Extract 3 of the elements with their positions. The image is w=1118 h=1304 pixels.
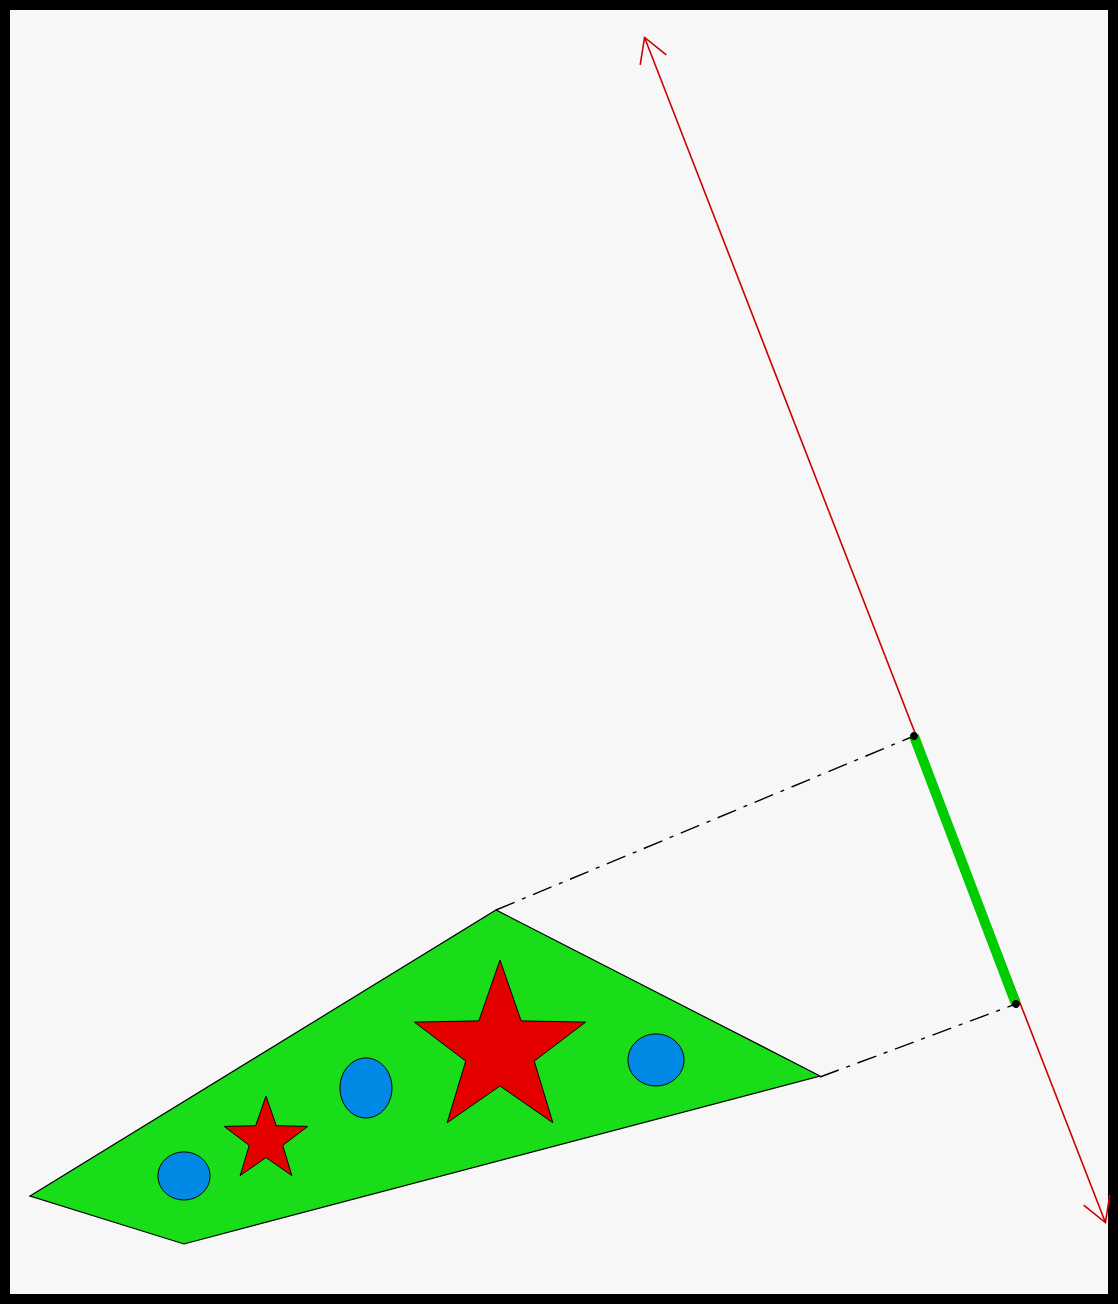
dashed-line <box>495 735 915 911</box>
projection-segment <box>909 732 1021 1008</box>
dashed-line <box>819 1003 1017 1078</box>
